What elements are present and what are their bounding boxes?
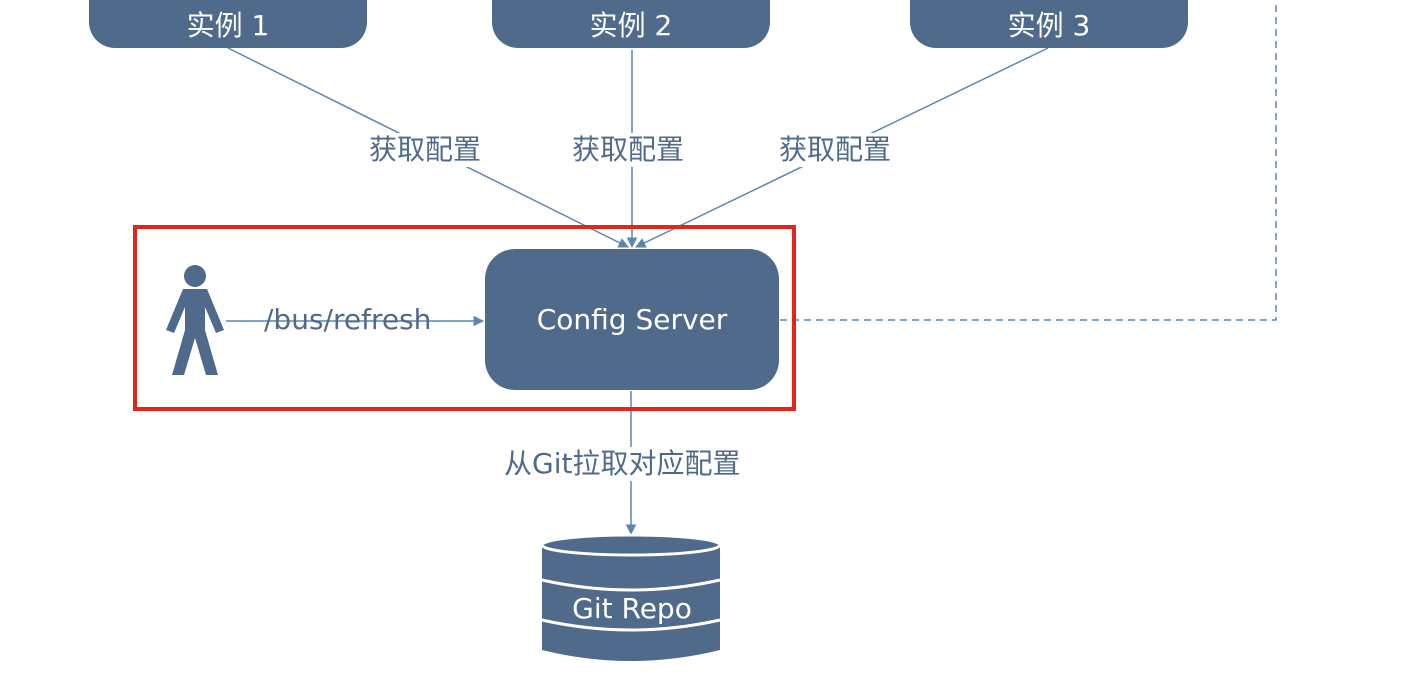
bus-dashed-line xyxy=(780,0,1277,321)
fetch-config-label-2: 获取配置 xyxy=(570,133,687,167)
config-server-node: Config Server xyxy=(485,249,779,390)
config-server-label: Config Server xyxy=(536,303,728,336)
fetch-config-label-3: 获取配置 xyxy=(777,133,894,167)
database-icon xyxy=(540,533,722,661)
instance-label-2: 实例 2 xyxy=(589,9,673,42)
instance-node-2: 实例 2 xyxy=(492,0,770,48)
git-repo-label: Git Repo xyxy=(572,592,692,625)
person-icon xyxy=(166,265,224,375)
highlight-box xyxy=(133,225,796,411)
bus-refresh-label: /bus/refresh xyxy=(264,303,432,336)
instance-node-1: 实例 1 xyxy=(89,0,367,48)
fetch-config-label-1: 获取配置 xyxy=(367,133,484,167)
git-pull-label: 从Git拉取对应配置 xyxy=(502,447,743,481)
instance-node-3: 实例 3 xyxy=(910,0,1188,48)
instance-label-3: 实例 3 xyxy=(1007,9,1091,42)
instance-label-1: 实例 1 xyxy=(186,9,270,42)
